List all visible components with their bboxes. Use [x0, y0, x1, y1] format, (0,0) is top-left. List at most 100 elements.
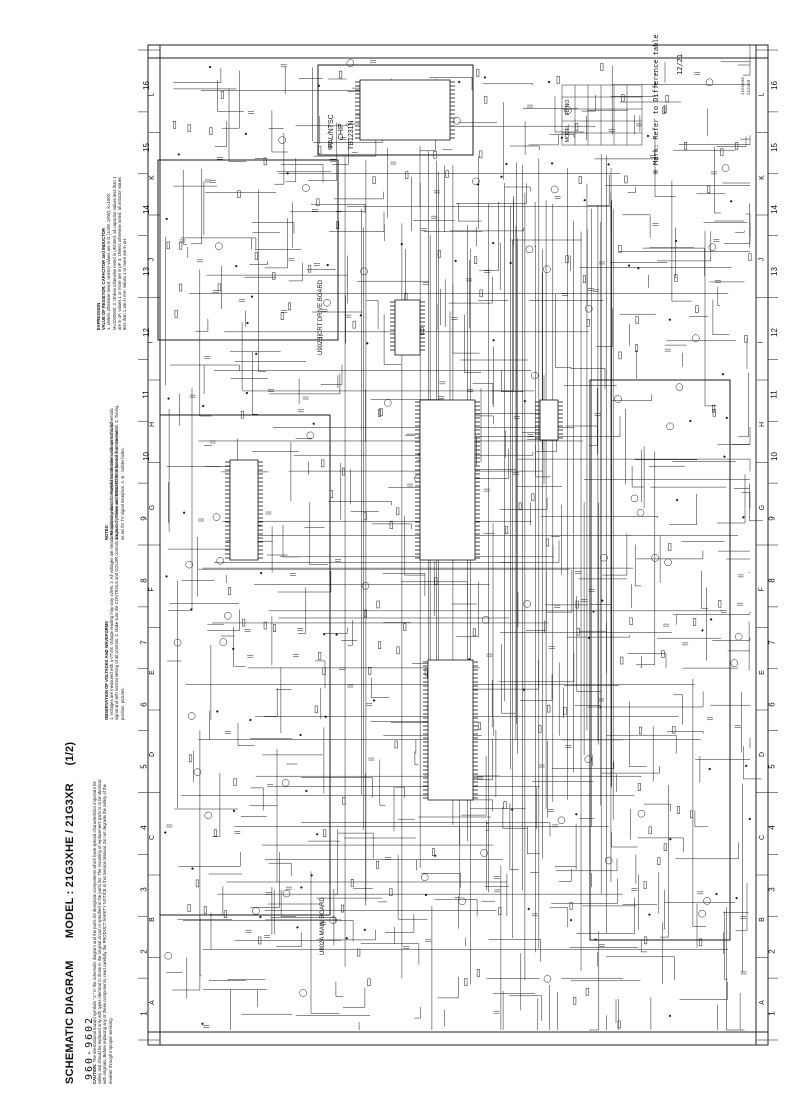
- resistor: [389, 521, 393, 530]
- resistor: [372, 176, 376, 185]
- junction-dot: [296, 926, 299, 929]
- resistor: [179, 283, 183, 292]
- junction-dot: [669, 838, 672, 841]
- resistor: [363, 609, 367, 618]
- wire: [199, 269, 212, 417]
- junction-dot: [729, 200, 733, 203]
- wire: [455, 581, 479, 638]
- wire: [631, 466, 645, 488]
- junction-dot: [592, 610, 595, 613]
- grid-letter-right-K: K: [758, 174, 766, 180]
- wire: [716, 474, 746, 524]
- resistor: [339, 70, 343, 79]
- ic-body-4: [359, 79, 451, 141]
- junction-dot: [458, 80, 461, 84]
- wire: [724, 911, 728, 981]
- resistor: [621, 94, 625, 102]
- wire: [269, 373, 341, 395]
- wire: [393, 786, 405, 798]
- wire: [694, 810, 708, 828]
- junction-dot: [454, 259, 457, 263]
- transistor: [281, 779, 290, 787]
- wire: [464, 314, 481, 373]
- junction-dot: [710, 618, 713, 621]
- junction-dot: [250, 295, 254, 298]
- wire: [682, 667, 738, 669]
- transistor: [481, 616, 490, 624]
- wire: [280, 889, 297, 917]
- resistor: [445, 170, 449, 178]
- wire: [450, 227, 525, 232]
- wire: [277, 571, 332, 593]
- wire: [437, 976, 459, 999]
- junction-dot: [165, 217, 168, 221]
- resistor: [476, 969, 480, 977]
- wire: [692, 679, 706, 927]
- resistor: [665, 94, 669, 103]
- resistor: [434, 577, 438, 586]
- resistor: [318, 146, 322, 154]
- junction-dot: [476, 183, 480, 186]
- grid-letter-left-J: J: [148, 258, 156, 262]
- wire: [258, 189, 266, 372]
- wire: [210, 886, 224, 915]
- wire: [679, 981, 728, 1000]
- transistor: [698, 909, 706, 918]
- resistor: [586, 318, 590, 327]
- resistor: [396, 646, 400, 655]
- junction-dot: [509, 261, 512, 265]
- transistor: [383, 399, 392, 407]
- resistor: [620, 656, 624, 665]
- transistor: [666, 422, 674, 431]
- resistor: [661, 650, 665, 658]
- grid-number-left-16: 16: [141, 80, 151, 90]
- grid-number-right-15: 15: [769, 142, 779, 152]
- wire: [743, 746, 762, 780]
- junction-dot: [648, 913, 651, 916]
- resistor: [367, 978, 371, 987]
- transistor: [705, 78, 714, 87]
- wire: [669, 493, 697, 525]
- transistor: [187, 712, 196, 720]
- wire: [191, 168, 203, 245]
- wire: [178, 851, 241, 867]
- resistor: [563, 707, 567, 715]
- wire: [315, 660, 326, 689]
- wire: [678, 135, 751, 145]
- transistor: [637, 809, 646, 818]
- resistor: [166, 241, 170, 250]
- wire: [640, 655, 642, 668]
- junction-dot: [164, 831, 167, 834]
- resistor: [341, 904, 345, 913]
- wire: [606, 956, 675, 981]
- wire: [491, 680, 493, 728]
- junction-dot: [735, 896, 738, 900]
- junction-dot: [668, 318, 672, 321]
- junction-dot: [345, 937, 348, 940]
- grid-letter-left-B: B: [148, 917, 156, 923]
- wire: [611, 832, 638, 848]
- wire: [468, 415, 494, 425]
- grid-number-left-14: 14: [141, 204, 151, 214]
- junction-dot: [668, 1014, 672, 1018]
- transistor: [584, 755, 593, 763]
- resistor: [376, 600, 380, 609]
- wire: [717, 427, 751, 445]
- wire: [329, 211, 385, 232]
- junction-dot: [363, 928, 366, 931]
- corner-tag-2: 21G3XR: [746, 79, 751, 95]
- resistor: [663, 105, 667, 114]
- junction-dot: [246, 321, 249, 325]
- wire: [293, 451, 534, 456]
- transistor: [361, 582, 370, 590]
- integrated-circuits: [225, 79, 563, 801]
- junction-dot: [575, 813, 578, 816]
- transistor: [282, 889, 291, 898]
- wire: [173, 67, 222, 83]
- transistor: [692, 334, 700, 342]
- junction-dot: [201, 1022, 204, 1025]
- wire: [738, 372, 749, 438]
- transistor: [164, 951, 173, 960]
- grid-number-left-12: 12: [141, 328, 151, 338]
- grid-number-right-8: 8: [767, 578, 777, 583]
